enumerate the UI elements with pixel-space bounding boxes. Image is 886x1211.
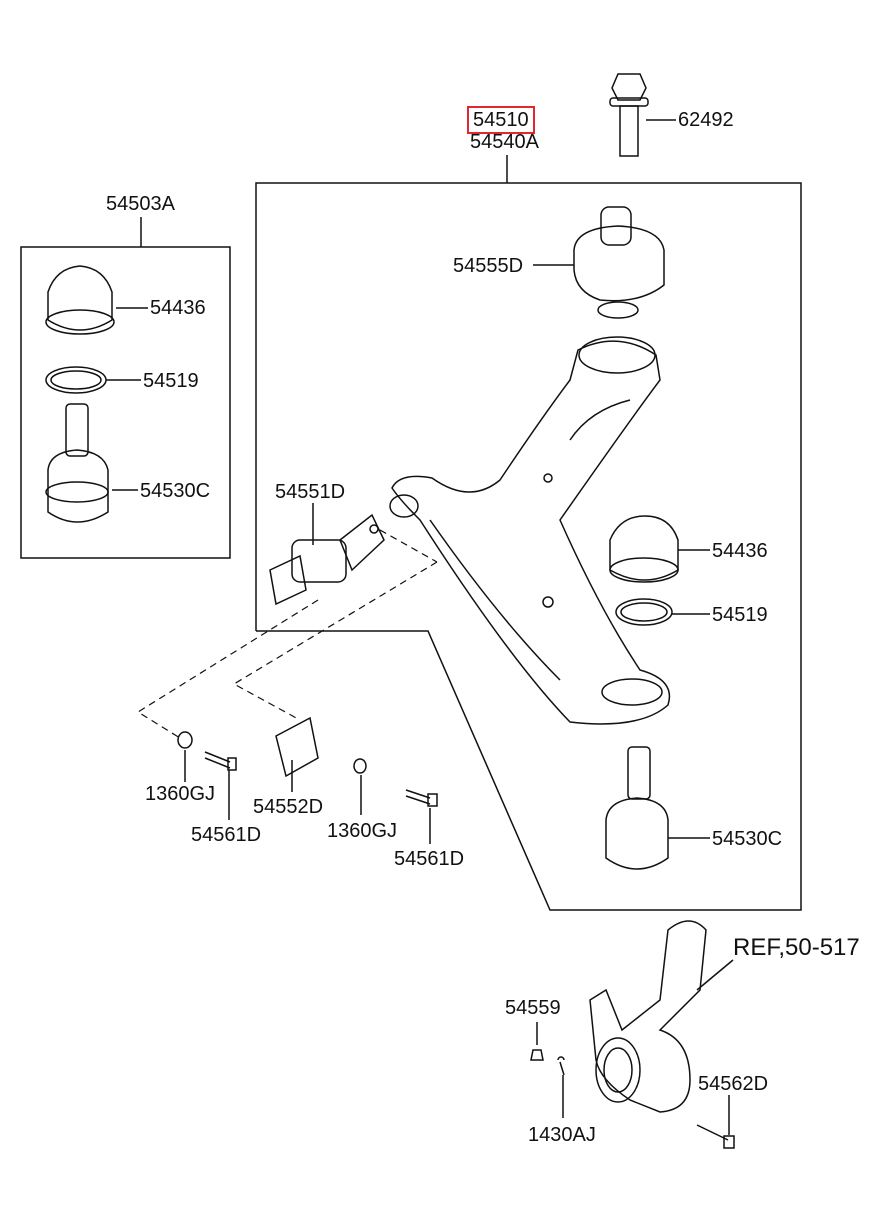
part-label-ball-joint-right[interactable]: 54530C [712,828,783,850]
part-label-cotter-pin[interactable]: 1430AJ [528,1124,596,1146]
part-label-ball-joint-kit[interactable]: 54503A [106,193,175,215]
part-label-pinch-bolt[interactable]: 54562D [698,1073,769,1095]
ball-joint-kit-box [20,246,231,559]
part-label-arm-assy[interactable]: 54540A [470,131,539,153]
part-label-bushing-front[interactable]: 54551D [275,481,346,503]
part-label-boot-right[interactable]: 54436 [712,540,768,562]
control-arm [389,336,671,725]
arm-assembly-box [255,182,802,911]
small-hardware [177,716,438,807]
bolt-62492 [609,73,649,157]
dashed-assembly-lines [136,529,438,739]
leader-lines [106,119,734,1135]
ball-joint-kit-parts [45,265,115,523]
part-label-bolt-top[interactable]: 62492 [678,109,734,131]
part-label-bracket[interactable]: 54552D [253,796,324,818]
bushing-54551D [269,513,385,606]
part-label-bolt-1[interactable]: 54561D [191,824,262,846]
part-label-ring-right[interactable]: 54519 [712,604,768,626]
part-label-castle-nut[interactable]: 54559 [505,997,561,1019]
part-label-nut-2[interactable]: 1360GJ [327,820,398,842]
steering-knuckle [530,920,735,1149]
right-ball-joint-parts [605,515,679,870]
part-number-54510-highlighted[interactable]: 54510 [467,106,535,134]
part-label-ring-left[interactable]: 54519 [143,370,199,392]
part-label-knuckle-ref[interactable]: REF,50-517 [733,934,860,961]
bushing-54555D [573,206,665,319]
part-label-boot-left[interactable]: 54436 [150,297,206,319]
part-label-bushing-rear[interactable]: 54555D [453,255,524,277]
part-label-bolt-2[interactable]: 54561D [394,848,465,870]
part-label-nut-1[interactable]: 1360GJ [145,783,216,805]
part-label-ball-joint-left[interactable]: 54530C [140,480,211,502]
